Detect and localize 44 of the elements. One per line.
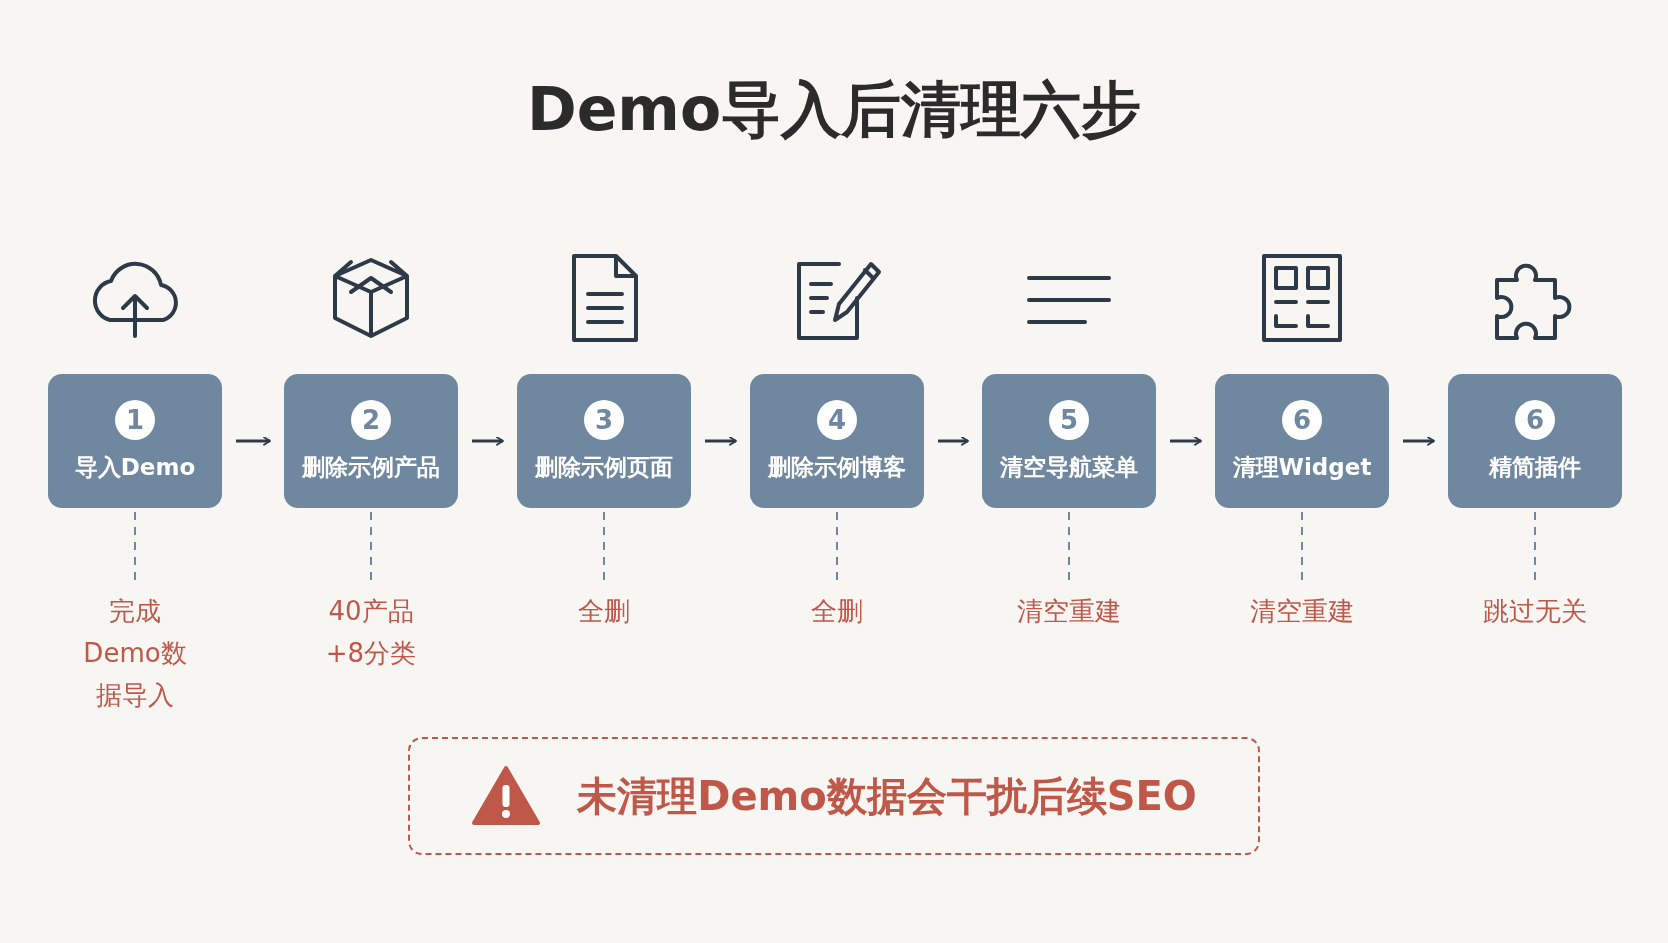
arrow [938, 436, 969, 446]
step-box [1215, 374, 1389, 508]
arrow [705, 436, 737, 446]
step-number: 4 [817, 399, 857, 440]
dashed-connector [1068, 511, 1070, 583]
warning-box [408, 737, 1260, 855]
dashed-connector [1301, 511, 1303, 583]
dashed-connector [134, 511, 136, 583]
step-label: 清理Widget [1232, 452, 1372, 482]
step-number: 1 [115, 399, 155, 440]
step-box [284, 374, 458, 508]
arrow [1403, 436, 1435, 446]
step-number: 5 [1049, 399, 1089, 440]
warning-text: 未清理Demo数据会干扰后续SEO [577, 771, 1197, 821]
step-number: 2 [351, 399, 391, 440]
step-label: 导入Demo [74, 452, 196, 482]
step-box [1448, 374, 1622, 508]
step-label: 删除示例产品 [302, 452, 440, 482]
step-box [982, 374, 1156, 508]
step-number: 6 [1282, 399, 1322, 440]
arrow [1170, 436, 1202, 446]
step-label: 删除示例博客 [768, 452, 906, 482]
note-text: 全删 [810, 595, 864, 628]
dashed-connector [370, 511, 372, 583]
dashed-connector [836, 511, 838, 583]
step-number: 3 [584, 399, 624, 440]
note-text: 清空重建 [1016, 595, 1122, 628]
step-box [48, 374, 222, 508]
dashed-connector [1534, 511, 1536, 583]
arrow [236, 436, 271, 446]
step-label: 删除示例页面 [535, 452, 673, 482]
step-box [750, 374, 924, 508]
title: Demo导入后清理六步 [525, 73, 1143, 146]
step-box [517, 374, 691, 508]
note-text: 清空重建 [1249, 595, 1355, 628]
note-text: 完成Demo数据导入 [82, 595, 188, 712]
step-label: 清空导航菜单 [1000, 452, 1138, 482]
dashed-connector [603, 511, 605, 583]
note-text: 全删 [577, 595, 631, 628]
step-number: 6 [1515, 399, 1555, 440]
note-text: 40产品+8分类 [324, 595, 418, 670]
arrow [472, 436, 504, 446]
step-label: 精简插件 [1489, 452, 1581, 482]
note-text: 跳过无关 [1482, 595, 1588, 628]
